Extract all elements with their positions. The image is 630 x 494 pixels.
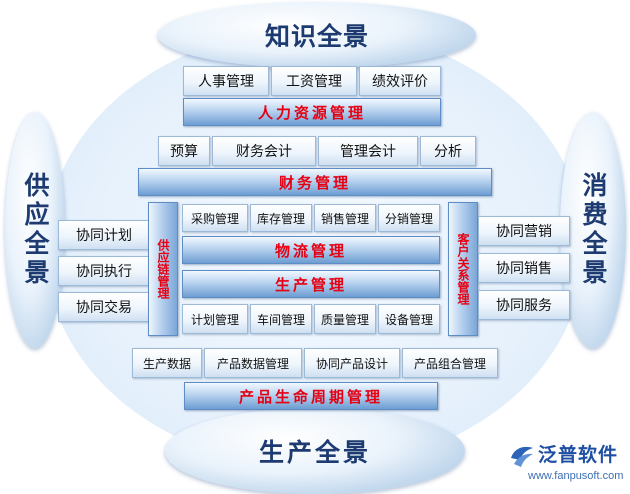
crm-bar: 客户关系管理 (448, 202, 478, 336)
fanpu-logo-icon (511, 446, 533, 467)
production-item: 车间管理 (250, 304, 312, 334)
production-item: 设备管理 (378, 304, 440, 334)
hr-management-bar: 人力资源管理 (183, 98, 441, 126)
plm-item: 产品组合管理 (402, 348, 498, 378)
finance-item: 管理会计 (318, 136, 418, 166)
brand-name: 泛普软件 (538, 444, 619, 466)
supply-chain-management-bar: 供应链管理 (148, 202, 178, 336)
finance-management-bar: 财务管理 (138, 168, 492, 196)
logistics-item: 库存管理 (250, 204, 312, 232)
logistics-item: 分销管理 (378, 204, 440, 232)
plm-item: 协同产品设计 (304, 348, 400, 378)
production-item: 计划管理 (182, 304, 248, 334)
knowledge-panorama: 知识全景 (158, 2, 476, 68)
logistics-item: 销售管理 (314, 204, 376, 232)
crm-item: 协同销售 (478, 253, 570, 283)
supply-item: 协同计划 (58, 220, 150, 250)
supply-panorama: 供应全景 (5, 112, 65, 348)
plm-item: 产品数据管理 (204, 348, 302, 378)
brand-url: www.fanpusoft.com (528, 470, 624, 482)
hr-item: 工资管理 (271, 66, 357, 96)
supply-item: 协同交易 (58, 292, 150, 322)
logistics-item: 采购管理 (182, 204, 248, 232)
crm-item: 协同营销 (478, 216, 570, 246)
plm-item: 生产数据 (132, 348, 202, 378)
hr-item: 人事管理 (183, 66, 269, 96)
plm-management-bar: 产品生命周期管理 (184, 382, 438, 410)
supply-item: 协同执行 (58, 256, 150, 286)
consumption-panorama: 消费全景 (560, 112, 626, 348)
finance-item: 财务会计 (212, 136, 316, 166)
production-panorama: 生产全景 (165, 408, 465, 494)
finance-item: 预算 (158, 136, 210, 166)
production-item: 质量管理 (314, 304, 376, 334)
brand-watermark: 泛普软件 www.fanpusoft.com (508, 440, 626, 488)
hr-item: 绩效评价 (359, 66, 441, 96)
production-management-bar: 生产管理 (182, 270, 440, 298)
crm-item: 协同服务 (478, 290, 570, 320)
finance-item: 分析 (420, 136, 476, 166)
logistics-management-bar: 物流管理 (182, 236, 440, 264)
